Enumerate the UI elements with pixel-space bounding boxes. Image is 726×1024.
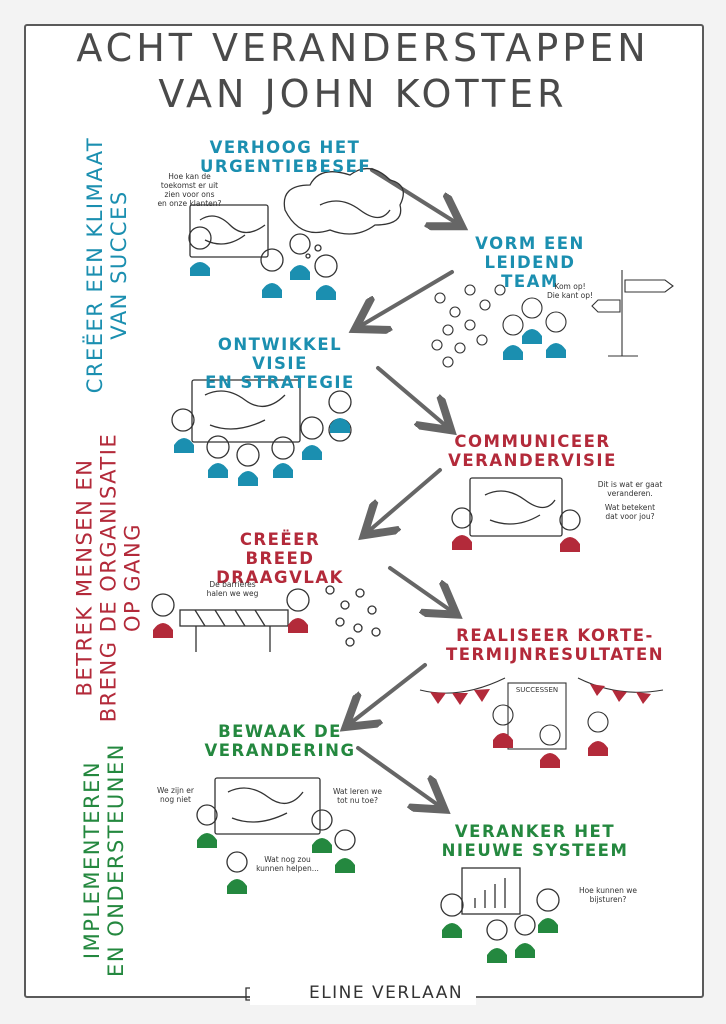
title-line-2: VAN JOHN KOTTER (158, 72, 568, 116)
speech-communicate-a: Dit is wat er gaat veranderen. (597, 480, 663, 498)
step-2-label: VORM EEN LEIDEND TEAM (475, 234, 585, 291)
speech-team: Kom op! Die kant op! (546, 282, 594, 300)
step-7-label: BEWAAK DE VERANDERING (204, 722, 356, 760)
speech-urgency: Hoe kan de toekomst er uit zien voor ons… (157, 172, 222, 208)
illustration-vision (171, 379, 352, 467)
speech-monitor-b: Wat leren we tot nu toe? (333, 787, 382, 805)
author-credit: ELINE VERLAAN (250, 983, 476, 1005)
step-3-label: ONTWIKKEL VISIE EN STRATEGIE (205, 335, 355, 392)
success-list-title: SUCCESSEN (515, 686, 559, 694)
step-8-label: VERANKER HET NIEUWE SYSTEEM (441, 822, 629, 860)
step-4-label: COMMUNICEER VERANDERVISIE (448, 432, 617, 470)
speech-barrier: De barrières halen we weg (206, 580, 259, 598)
illustration-barrier (151, 585, 381, 652)
speech-communicate-b: Wat betekent dat voor jou? (604, 503, 656, 521)
illustration-monitor (196, 777, 356, 873)
illustration-communicate (451, 477, 581, 537)
speech-monitor-a: We zijn er nog niet (157, 786, 194, 804)
illustration-urgency (188, 168, 404, 278)
illustration-anchor (440, 867, 560, 941)
illustration-team (431, 270, 674, 368)
flow-arrows (352, 168, 455, 805)
step-6-label: REALISEER KORTE- TERMIJNRESULTATEN (445, 626, 665, 664)
bunting-flags (430, 684, 651, 768)
speech-monitor-c: Wat nog zou kunnen helpen... (256, 855, 319, 873)
speech-anchor: Hoe kunnen we bijsturen? (578, 886, 638, 904)
step-5-label: CREËER BREED DRAAGVLAK (216, 530, 344, 587)
title-line-1: ACHT VERANDERSTAPPEN (0, 26, 726, 70)
step-1-label: VERHOOG HET URGENTIEBESEF (200, 138, 372, 176)
